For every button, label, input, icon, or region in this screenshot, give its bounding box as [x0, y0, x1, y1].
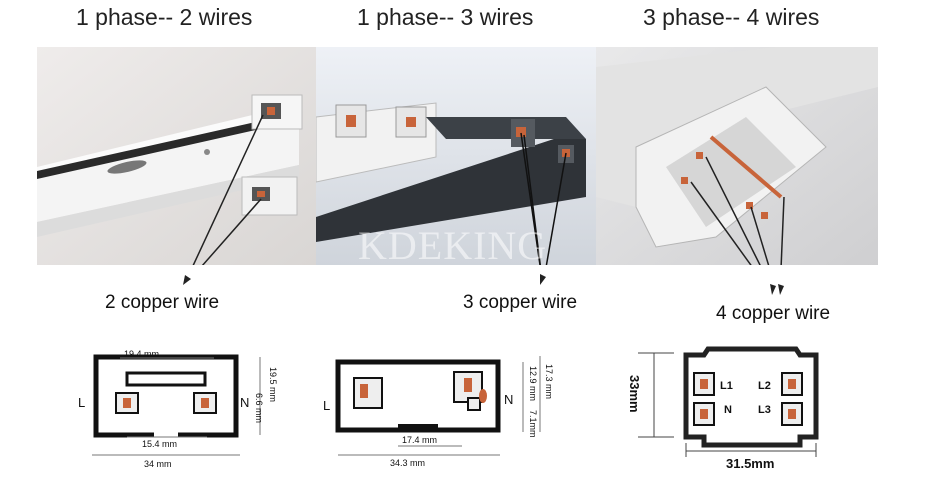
dim-top-width: 19.4 mm — [124, 349, 159, 359]
label-4-copper-wire: 4 copper wire — [716, 303, 831, 324]
label-n: N — [504, 392, 513, 407]
label-l: L — [78, 395, 85, 410]
photo-2-wire-track — [37, 47, 316, 265]
dim-slot-width: 17.4 mm — [402, 435, 437, 445]
dim-width: 31.5mm — [726, 456, 774, 471]
label-2-copper-wire: 2 copper wire — [105, 292, 220, 313]
diagram-2-wire-profile: 19.4 mm 15.4 mm 34 mm L N 19.5 mm 6.6 mm — [78, 349, 278, 469]
label-l2: L2 — [758, 380, 771, 392]
diagram-3-wire-profile: 17.4 mm 34.3 mm L N 12.9 mm 7.1mm 17.3 m… — [323, 356, 554, 468]
dim-height: 17.3 mm — [544, 364, 554, 399]
dim-height: 19.5 mm — [268, 367, 278, 402]
photo-4-wire-track — [596, 47, 878, 265]
dim-slot-width: 15.4 mm — [142, 439, 177, 449]
dim-inner-height: 12.9 mm — [528, 366, 538, 401]
label-l3: L3 — [758, 404, 771, 416]
title-2-wires: 1 phase-- 2 wires — [76, 4, 253, 30]
dim-height: 33mm — [627, 375, 642, 413]
label-n: N — [724, 404, 732, 416]
title-4-wires: 3 phase-- 4 wires — [643, 4, 820, 30]
label-n: N — [240, 395, 249, 410]
dim-inner-height: 6.6 mm — [254, 393, 264, 423]
dim-width: 34 mm — [144, 459, 172, 469]
label-l: L — [323, 398, 330, 413]
dim-width: 34.3 mm — [390, 458, 425, 468]
title-3-wires: 1 phase-- 3 wires — [357, 4, 534, 30]
watermark: KDEKING — [358, 223, 548, 268]
dim-slot-height: 7.1mm — [528, 410, 538, 438]
label-3-copper-wire: 3 copper wire — [463, 292, 578, 313]
label-l1: L1 — [720, 380, 733, 392]
photo-3-wire-track — [316, 47, 596, 265]
diagram-4-wire-profile: 33mm L1 L2 N L3 31.5mm — [627, 346, 819, 471]
